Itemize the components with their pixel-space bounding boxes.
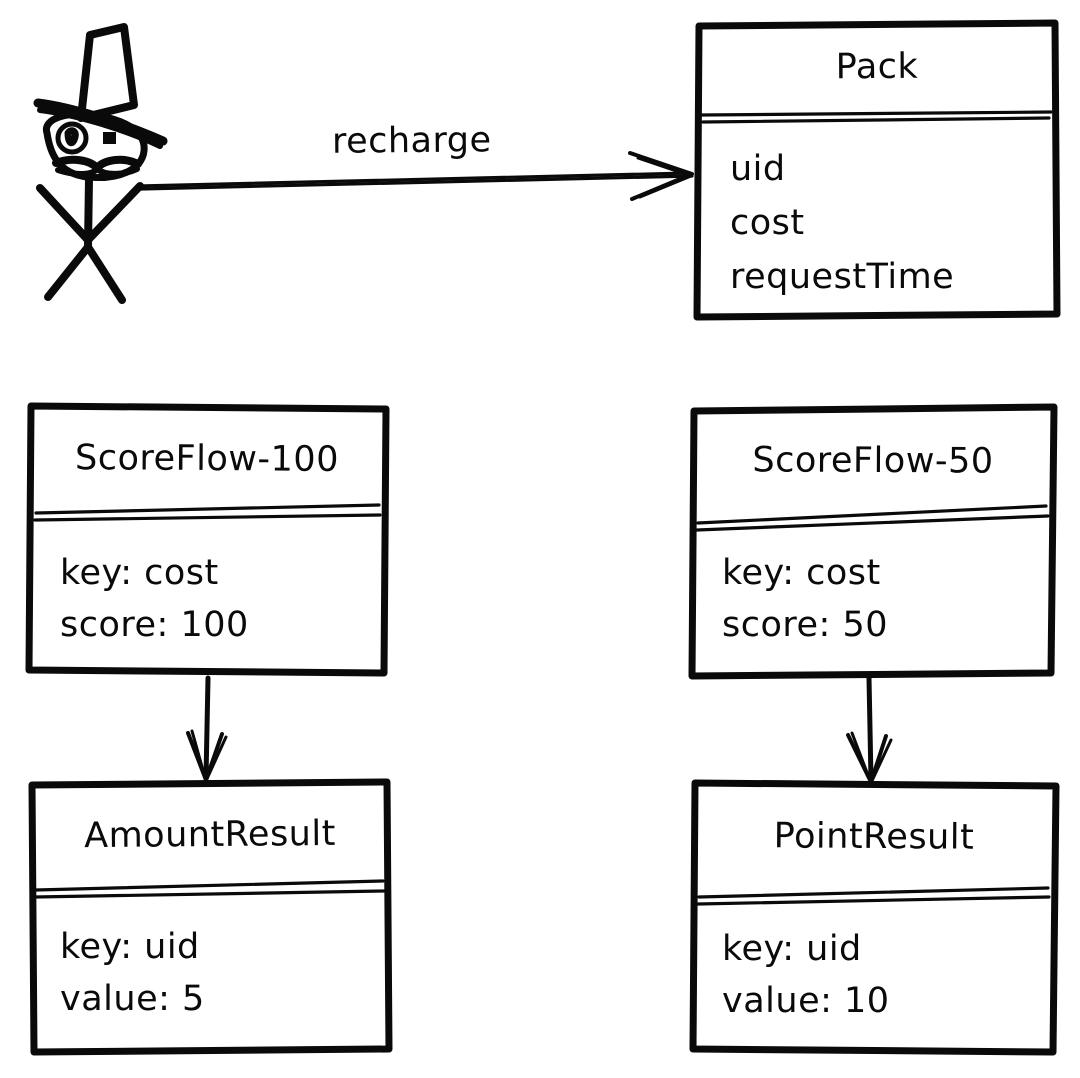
actor-stick-figure [33, 23, 168, 304]
class-title-scoreflow-50: ScoreFlow-50 [752, 440, 994, 482]
class-box-point-result [689, 779, 1060, 1056]
class-box-amount-result-divider-b [33, 889, 386, 899]
class-box-pack-divider-a [700, 110, 1053, 117]
edge-recharge [137, 151, 694, 201]
edge-recharge-arrowhead-2 [636, 156, 693, 199]
class-title-point-result: PointResult [773, 816, 975, 858]
class-attr-pack-1: cost [730, 203, 805, 243]
edge-scoreflow50-pointresult-line [866, 675, 874, 783]
edge-recharge-line [137, 171, 692, 188]
actor-leg-right [84, 243, 126, 304]
class-box-scoreflow-50-outline [688, 403, 1058, 680]
actor-top-hat-crown [77, 23, 138, 122]
class-box-amount-result [28, 778, 393, 1056]
class-box-scoreflow-50-divider-a [696, 504, 1048, 525]
class-box-scoreflow-100-divider-b [33, 513, 382, 522]
class-attr-scoreflow-100-1: score: 100 [60, 605, 249, 645]
actor-mustache-lower [55, 166, 140, 177]
class-attr-scoreflow-100-0: key: cost [60, 553, 219, 593]
class-attr-pack-2: requestTime [730, 257, 955, 297]
actor-arm-left [36, 184, 92, 244]
class-box-point-result-divider-b [696, 895, 1051, 906]
edge-label-recharge: recharge [331, 120, 492, 162]
actor-top-hat-brim-2 [37, 107, 163, 149]
class-box-amount-result-divider-a [34, 879, 385, 892]
class-box-pack-divider-b [701, 116, 1051, 124]
class-title-scoreflow-100: ScoreFlow-100 [74, 438, 340, 480]
edge-scoreflow100-amountresult [186, 675, 228, 783]
class-box-scoreflow-100 [25, 402, 390, 677]
class-title-amount-result: AmountResult [83, 813, 337, 857]
actor-monocle [55, 121, 89, 155]
class-box-scoreflow-50 [688, 403, 1058, 680]
class-attr-amount-result-0: key: uid [60, 927, 200, 967]
class-box-pack-outline [693, 19, 1061, 321]
edge-scoreflow50-pointresult [846, 675, 893, 785]
class-attr-amount-result-1: value: 5 [60, 979, 205, 1019]
class-attr-point-result-1: value: 10 [722, 981, 890, 1021]
actor-eye-right [103, 132, 116, 144]
class-box-amount-result-outline [28, 778, 393, 1056]
edge-scoreflow50-pointresult-arrowhead-2 [850, 731, 893, 785]
class-attr-pack-0: uid [730, 149, 786, 189]
class-attr-point-result-0: key: uid [722, 929, 862, 969]
class-box-point-result-divider-a [697, 886, 1050, 899]
actor-arm-right [84, 182, 144, 244]
class-box-pack [693, 19, 1061, 321]
class-box-scoreflow-100-outline [25, 402, 390, 677]
actor-eye-left [64, 127, 79, 147]
class-box-scoreflow-50-divider-b [695, 514, 1050, 532]
edge-recharge-line-2 [139, 174, 694, 191]
actor-leg-left [44, 243, 92, 301]
class-attr-scoreflow-50-1: score: 50 [722, 605, 888, 645]
class-box-point-result-outline [689, 779, 1060, 1056]
class-title-pack: Pack [835, 46, 919, 88]
edge-scoreflow100-amountresult-line [203, 675, 211, 781]
class-attr-scoreflow-50-0: key: cost [722, 553, 881, 593]
class-box-scoreflow-100-divider-a [34, 503, 381, 515]
edge-scoreflow100-amountresult-arrowhead-2 [190, 729, 228, 783]
